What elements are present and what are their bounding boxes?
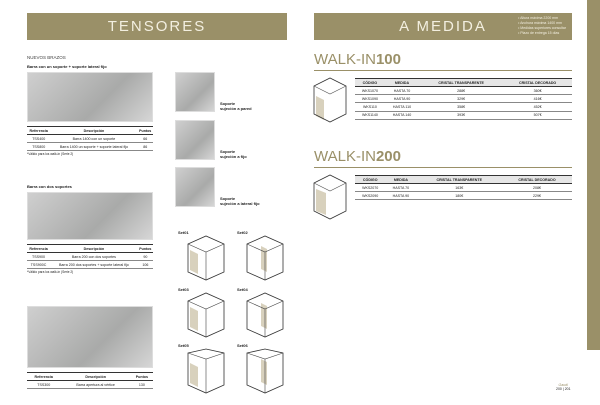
set-diagram xyxy=(187,292,225,338)
block-title: Barra con un soporte + soporte lateral f… xyxy=(27,64,107,69)
set-diagram xyxy=(246,235,284,281)
support-photo xyxy=(175,120,215,160)
set-diagram xyxy=(246,292,284,338)
header-title: A MEDIDA xyxy=(399,18,487,35)
tensores-header: TENSORES xyxy=(27,13,287,40)
product-photo xyxy=(27,72,153,122)
walk-in-200-diagram xyxy=(313,174,347,220)
set-diagram xyxy=(187,348,225,394)
walk-in-100-diagram xyxy=(313,77,347,123)
set-label: Set01 xyxy=(178,230,189,235)
header-title: TENSORES xyxy=(107,18,207,35)
set-label: Set06 xyxy=(237,343,248,348)
note: *Válido para los walk-in (Serie 2) xyxy=(27,270,74,275)
set-label: Set04 xyxy=(237,287,248,292)
divider xyxy=(314,70,572,71)
footer: Gaudí 200 | 201 xyxy=(556,383,571,391)
note: • Anchura máxima 1400 mm xyxy=(518,21,562,25)
product-photo xyxy=(27,192,153,240)
page-numbers: 200 | 201 xyxy=(556,387,571,391)
set-label: Set03 xyxy=(178,287,189,292)
note: • Medidas superiores consultar xyxy=(518,26,566,30)
product-photo xyxy=(27,306,153,368)
divider xyxy=(314,167,572,168)
side-tab xyxy=(587,0,600,350)
support-photo xyxy=(175,72,215,112)
a-medida-header: A MEDIDA • Altura máxima 2200 mm • Anchu… xyxy=(314,13,572,40)
logo: Gaudí xyxy=(558,383,569,387)
support-photo xyxy=(175,167,215,207)
block-title: Barra con dos soportes xyxy=(27,184,72,189)
section-title: NUEVOS BRAZOS xyxy=(27,55,66,60)
set-label: Set05 xyxy=(178,343,189,348)
set-label: Set02 xyxy=(237,230,248,235)
set-diagram xyxy=(246,348,284,394)
header-notes: • Altura máxima 2200 mm • Anchura máxima… xyxy=(518,16,566,36)
note: *Válido para los walk-in (Serie 2) xyxy=(27,152,74,157)
walk-in-100-title: WALK-IN100 xyxy=(314,51,401,68)
walk-in-200-title: WALK-IN200 xyxy=(314,148,401,165)
note: • Plazo de entrega 15 días xyxy=(518,31,560,35)
set-diagram xyxy=(187,235,225,281)
note: • Altura máxima 2200 mm xyxy=(518,16,559,20)
